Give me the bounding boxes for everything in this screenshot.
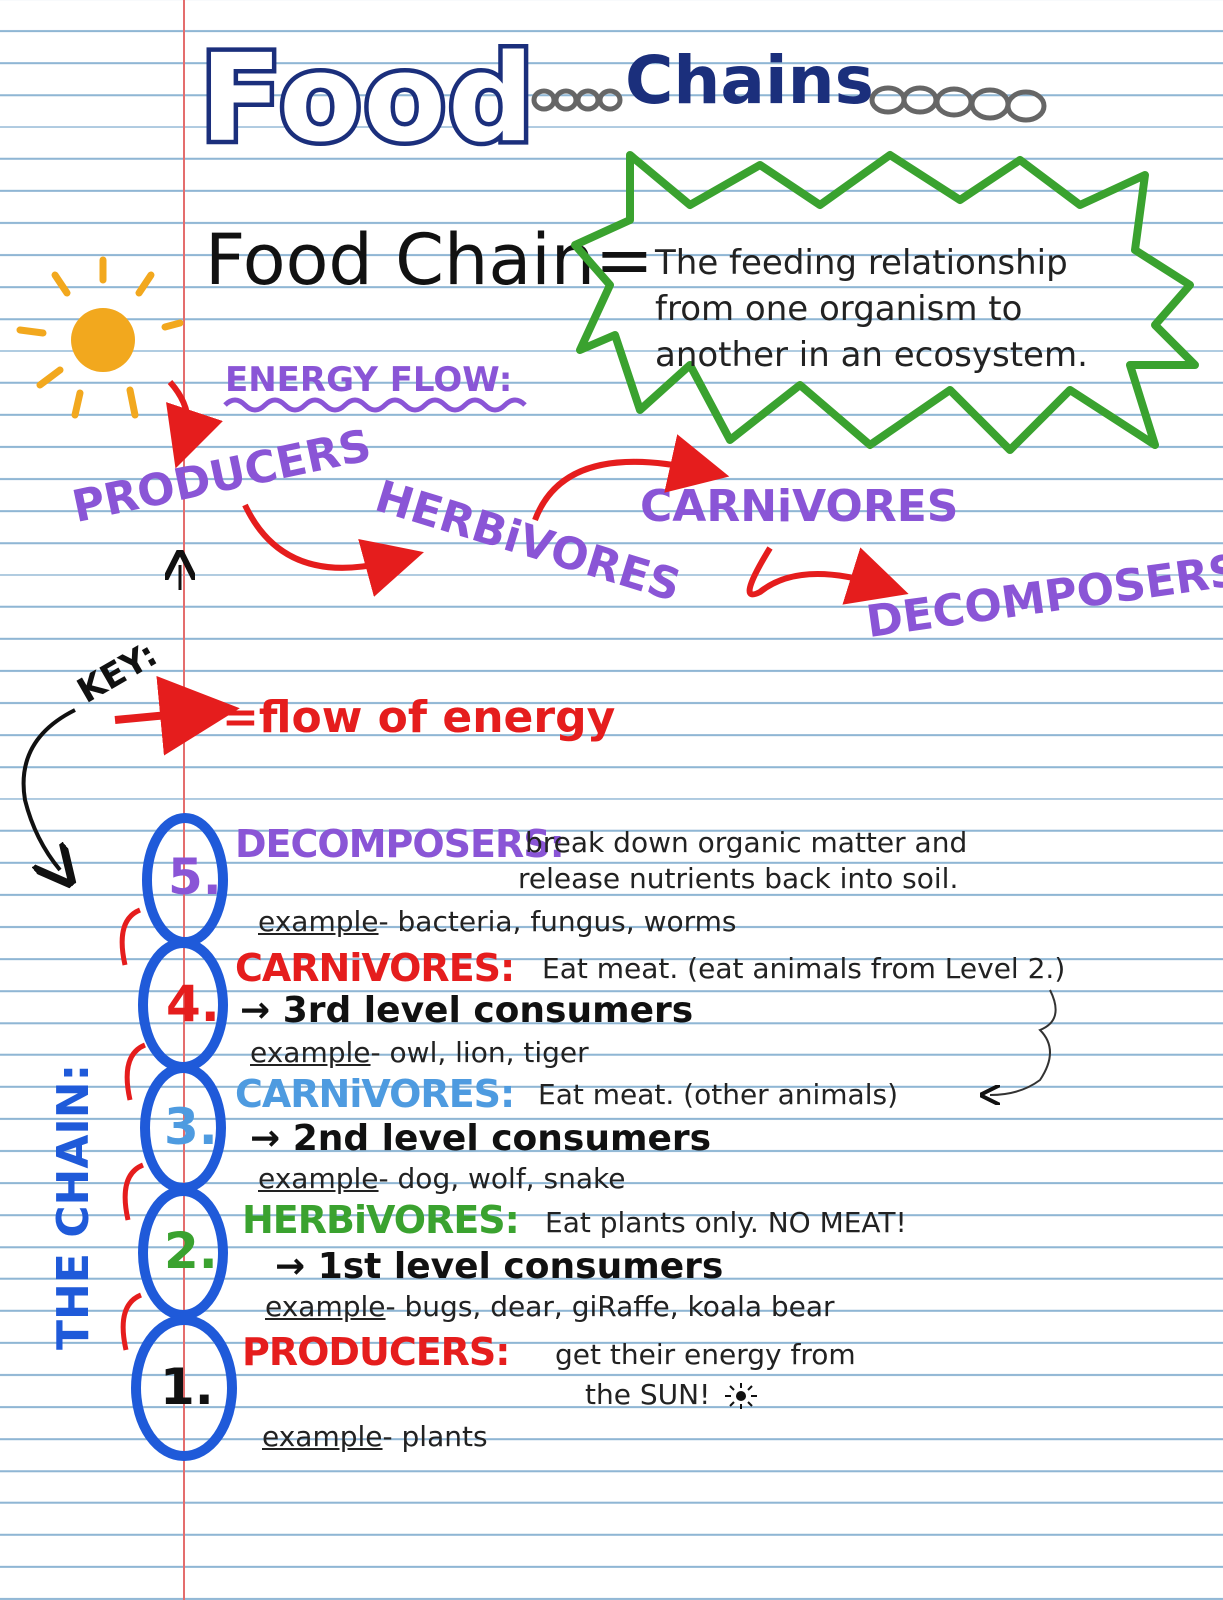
level-1-desc-2-text: the SUN! [585,1378,711,1411]
level-2-example-label: example [265,1290,386,1323]
definition-line-1: The feeding relationship [655,243,1068,283]
level-1-title: PRODUCERS: [242,1330,510,1374]
chain-links-icon [869,85,1047,123]
the-chain-label: THE CHAIN: [48,1063,99,1350]
key-text: =flow of energy [222,692,616,743]
definition-text: The feeding relationship from one organi… [655,240,1175,378]
key-arrow [114,675,240,756]
level-1-example-label: example [262,1420,383,1453]
level-2-consumer-text: 1st level consumers [317,1246,724,1287]
arrow-producers-to-herbivores [242,503,424,597]
small-sun-icon [725,1383,758,1409]
level-2-desc-1: Eat plants only. NO MEAT! [545,1206,907,1239]
sun-icon [16,256,184,419]
title-food: Food [196,30,539,169]
level-5-title: DECOMPOSERS: [235,822,565,866]
wavy-underline [223,397,527,413]
level-4-title: CARNiVORES: [235,946,515,990]
zigzag-burst-frame [571,151,1199,454]
level-1-desc-2: the SUN! [585,1378,763,1411]
level-5-example: example- bacteria, fungus, worms [258,905,737,938]
arrow-sun-to-producers [166,380,223,469]
notebook-margin-line [183,0,185,1600]
level-4-desc-1: Eat meat. (eat animals from Level 2.) [542,952,1066,985]
arrow-right-icon: → [275,1246,318,1287]
arrow-right-icon: → [250,1118,293,1159]
arrow-key-to-chain [21,708,75,870]
level-2-example: example- bugs, dear, giRaffe, koala bear [265,1290,835,1323]
chain-links-ovals [119,813,237,1461]
level-3-consumer-text: 2nd level consumers [292,1118,712,1159]
level-5-desc-1: break down organic matter and [525,826,968,859]
level-1-example-text: - plants [382,1420,488,1453]
level-5-desc-2: release nutrients back into soil. [518,862,959,895]
level-3-desc-1: Eat meat. (other animals) [538,1078,898,1111]
level-4-consumer: → 3rd level consumers [240,990,693,1031]
definition-term: Food Chain= [205,219,654,301]
level-3-number: 3. [164,1098,218,1156]
arrow-herbivores-to-carnivores [532,434,730,522]
level-5-example-label: example [258,905,379,938]
level-3-example-text: - dog, wolf, snake [378,1162,626,1195]
level-4-number: 4. [166,975,220,1033]
level-5-number: 5. [168,848,222,906]
level-4-example: example- owl, lion, tiger [250,1036,589,1069]
level-1-number: 1. [160,1358,214,1416]
arrow-level2-ref [990,989,1057,1095]
level-2-example-text: - bugs, dear, giRaffe, koala bear [385,1290,835,1323]
definition-line-2: from one organism to [655,289,1023,329]
level-2-title: HERBiVORES: [242,1198,520,1242]
energy-flow-label: ENERGY FLOW: [225,360,513,400]
arrow-right-icon: → [240,990,283,1031]
level-4-example-label: example [250,1036,371,1069]
level-3-title: CARNiVORES: [235,1072,515,1116]
definition-line-3: another in an ecosystem. [655,335,1088,375]
level-3-example: example- dog, wolf, snake [258,1162,625,1195]
level-5-example-text: - bacteria, fungus, worms [378,905,737,938]
small-chain-icon [531,88,623,112]
level-3-consumer: → 2nd level consumers [250,1118,711,1159]
level-3-example-label: example [258,1162,379,1195]
title-chains: Chains [625,42,874,119]
energy-flow-title: ENERGY FLOW: [225,360,512,400]
level-1-desc-1: get their energy from [555,1338,856,1371]
arrow-carnivores-to-decomposers [746,546,909,605]
level-4-consumer-text: 3rd level consumers [282,990,694,1031]
level-1-example: example- plants [262,1420,488,1453]
level-2-consumer: → 1st level consumers [275,1246,723,1287]
level-2-number: 2. [164,1222,218,1280]
level-4-example-text: - owl, lion, tiger [370,1036,589,1069]
